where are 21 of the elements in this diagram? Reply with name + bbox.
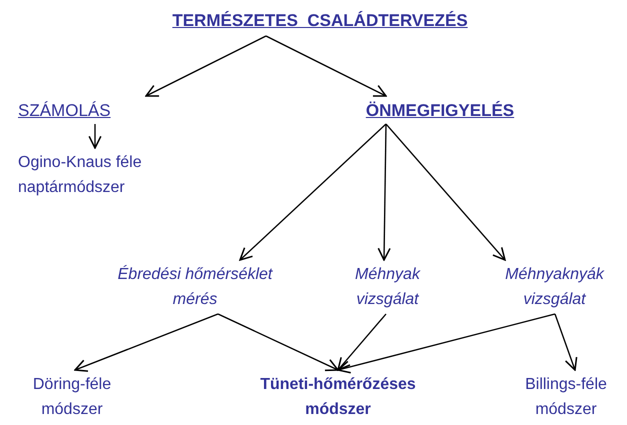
method-label: Ogino-Knaus féle naptármódszer [18, 153, 143, 198]
method-label: Tüneti-hőmérőzéses módszer [259, 375, 417, 420]
arrow [378, 124, 391, 261]
observation-label: Méhnyaknyák vizsgálat [504, 265, 606, 310]
observation-label: Ébredési hőmérséklet mérés [116, 264, 274, 310]
method-label: Döring-féle módszer [32, 375, 112, 420]
category-heading: SZÁMOLÁS [18, 100, 112, 122]
category-heading: ÖNMEGFIGYELÉS [364, 100, 516, 122]
arrow [266, 35, 387, 97]
arrow [74, 313, 218, 372]
observation-label: Méhnyak vizsgálat [354, 265, 422, 310]
arrow [145, 35, 266, 97]
arrow [386, 124, 506, 261]
arrow [88, 124, 102, 149]
arrow [239, 124, 386, 261]
arrow [218, 313, 339, 372]
arrow [337, 314, 386, 371]
method-label: Billings-féle módszer [524, 375, 608, 420]
arrow [554, 314, 578, 371]
arrow [337, 313, 556, 374]
root-heading: TERMÉSZETES CSALÁDTERVEZÉS [171, 10, 469, 32]
